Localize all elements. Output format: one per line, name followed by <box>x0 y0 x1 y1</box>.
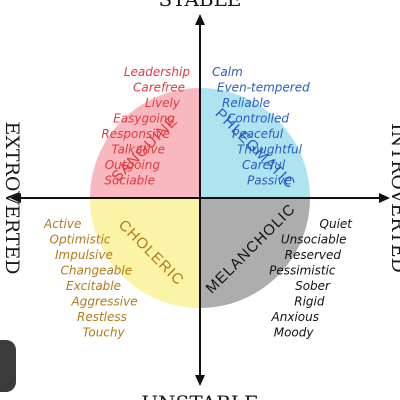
trait-melancholic-1: Unsociable <box>281 233 347 247</box>
trait-melancholic-6: Anxious <box>271 310 319 324</box>
choleric-quadrant <box>90 198 200 308</box>
trait-sanguine-2: Lively <box>145 96 181 110</box>
trait-phlegmatic-7: Passive <box>247 174 292 188</box>
trait-choleric-6: Restless <box>77 310 127 324</box>
corner-shadow <box>0 340 16 392</box>
trait-sanguine-7: Sociable <box>104 174 155 188</box>
axis-label-left: EXTROVERTED <box>1 122 23 275</box>
phlegmatic-quadrant <box>200 88 310 198</box>
trait-choleric-1: Optimistic <box>50 233 111 247</box>
trait-sanguine-1: Carefree <box>133 81 185 95</box>
trait-phlegmatic-5: Thoughtful <box>237 143 303 157</box>
choleric-traits: ActiveOptimisticImpulsiveChangeableExcit… <box>43 217 138 340</box>
trait-phlegmatic-1: Even-tempered <box>217 81 310 95</box>
trait-phlegmatic-6: Careful <box>242 158 286 172</box>
arrow-down-icon <box>195 375 205 386</box>
trait-sanguine-5: Talkative <box>111 143 165 157</box>
trait-sanguine-6: Outgoing <box>105 158 161 172</box>
sanguine-traits: LeadershipCarefreeLivelyEasygoingRespons… <box>101 65 190 188</box>
axis-label-top: STABLE <box>159 0 242 11</box>
trait-phlegmatic-2: Reliable <box>222 96 270 110</box>
trait-phlegmatic-0: Calm <box>212 65 243 79</box>
axis-label-bottom: UNSTABLE <box>141 391 258 400</box>
trait-choleric-7: Touchy <box>83 326 126 340</box>
trait-melancholic-4: Sober <box>295 279 331 293</box>
melancholic-quadrant <box>200 198 310 308</box>
trait-melancholic-5: Rigid <box>294 295 325 309</box>
sanguine-quadrant <box>90 88 200 198</box>
arrow-up-icon <box>195 14 205 25</box>
trait-phlegmatic-3: Controlled <box>227 112 289 126</box>
trait-phlegmatic-4: Peaceful <box>232 127 284 141</box>
trait-sanguine-3: Easygoing <box>113 112 175 126</box>
arrow-left-icon <box>10 193 21 203</box>
trait-melancholic-3: Pessimistic <box>269 264 336 278</box>
trait-melancholic-0: Quiet <box>320 217 354 231</box>
trait-melancholic-7: Moody <box>274 326 315 340</box>
trait-choleric-3: Changeable <box>61 264 133 278</box>
trait-choleric-5: Aggressive <box>71 295 138 309</box>
trait-choleric-0: Active <box>43 217 81 231</box>
trait-sanguine-0: Leadership <box>124 65 191 79</box>
axis-label-right: INTROVERTED <box>387 123 400 273</box>
trait-sanguine-4: Responsive <box>101 127 170 141</box>
phlegmatic-traits: CalmEven-temperedReliableControlledPeace… <box>212 65 310 188</box>
arrow-right-icon <box>379 193 390 203</box>
melancholic-traits: QuietUnsociableReservedPessimisticSoberR… <box>269 217 353 340</box>
trait-choleric-2: Impulsive <box>55 248 113 262</box>
trait-choleric-4: Excitable <box>66 279 121 293</box>
trait-melancholic-2: Reserved <box>285 248 342 262</box>
